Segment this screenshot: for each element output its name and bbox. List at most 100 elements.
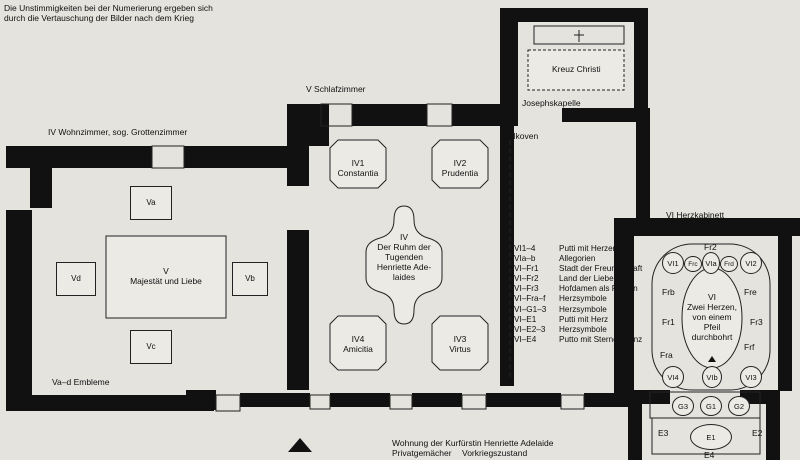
panel-octagon-line4: laides [392,272,416,282]
panel-iv1-num: IV1 [351,158,365,168]
fr-f: Frf [744,342,755,352]
panel-iv4 [329,315,387,371]
g-2: G2 [728,396,750,416]
panel-va: Va [130,186,172,220]
alcove-label: Alkoven [508,131,539,141]
wall [30,168,52,208]
panel-center [105,235,227,319]
wall [486,393,561,407]
cross-label: Kreuz Christi [552,64,601,74]
wall [330,393,390,407]
panel-iv2 [431,139,489,189]
wall [766,404,780,460]
wall [6,210,32,395]
fr-1: Fr1 [662,317,675,327]
panel-vb: Vb [232,262,268,296]
fr-a: Fra [660,350,673,360]
e-4: E4 [704,450,715,460]
wall [562,108,648,122]
window [560,394,585,410]
cabinet-center-line2: von einem [692,312,732,322]
vi-b: VIb [702,366,722,388]
emblems-label: Va–d Embleme [52,377,110,387]
footer-line2b: Vorkriegszustand [462,448,528,458]
header-note-1: Die Unstimmigkeiten bei der Numerierung … [4,3,213,13]
panel-iv1-title: Constantia [337,168,379,178]
panel-iv3-title: Virtus [449,344,471,354]
wall [500,8,518,126]
fr-c: Frc [684,256,702,272]
e-2: E2 [752,428,763,438]
fr-e: Fre [744,287,757,297]
panel-iv2-num: IV2 [453,158,467,168]
heart-icon [708,356,716,362]
wall [6,395,214,411]
wall [614,218,634,393]
fr-b: Frb [662,287,675,297]
e-1: E1 [690,424,732,450]
window [309,394,331,410]
panel-vd: Vd [56,262,96,296]
panel-octagon-line3: Henriette Ade- [376,262,432,272]
vi-a: VIa [702,252,720,274]
g-3: G3 [672,396,694,416]
window [215,394,241,412]
window [320,103,353,127]
window [426,103,453,127]
wall [500,8,648,22]
window [461,394,487,410]
window [389,394,413,410]
chapel-label: Josephskapelle [522,98,581,108]
panel-iv1 [329,139,387,189]
panel-vc: Vc [130,330,172,364]
wall [452,104,500,126]
cabinet-center-num: VI [707,292,717,302]
panel-iv4-num: IV4 [351,334,365,344]
cabinet-center-line3: Pfeil [703,322,721,332]
windows [151,103,585,412]
vi-1: VI1 [662,252,684,274]
vi-3: VI3 [740,366,762,388]
fr-3: Fr3 [750,317,763,327]
walls [6,8,800,460]
wall [6,146,152,168]
wall [184,146,287,168]
cabinet-center-line1: Zwei Herzen, [686,302,738,312]
wall [614,218,800,236]
cross-box [527,49,625,91]
wall [287,146,309,186]
footer-line2a: Privatgemächer [392,448,452,458]
wall [584,393,636,407]
wall [628,404,642,460]
panel-octagon [365,205,443,325]
wall [287,104,321,126]
g-1: G1 [700,396,722,416]
north-arrow-icon [288,438,312,452]
wall [500,126,514,386]
panel-iv2-title: Prudentia [441,168,479,178]
room-label-vi: VI Herzkabinett [666,210,725,220]
room-label-v: V Schlafzimmer [306,84,366,94]
footer-line1: Wohnung der Kurfürstin Henriette Adelaid… [392,438,554,448]
fr-d: Frd [720,256,738,272]
panel-iv3 [431,315,489,371]
wall [287,230,309,390]
wall [412,393,462,407]
header-note-2: durch die Vertauschung der Bilder nach d… [4,13,194,23]
bay-e [651,417,761,455]
wall [352,104,427,126]
panel-iv3-num: IV3 [453,334,467,344]
fr-2: Fr2 [704,242,717,252]
panel-octagon-line1: Der Ruhm der [377,242,431,252]
wall [778,236,792,391]
room-label-iv: IV Wohnzimmer, sog. Grottenzimmer [48,127,188,137]
e-3: E3 [658,428,669,438]
